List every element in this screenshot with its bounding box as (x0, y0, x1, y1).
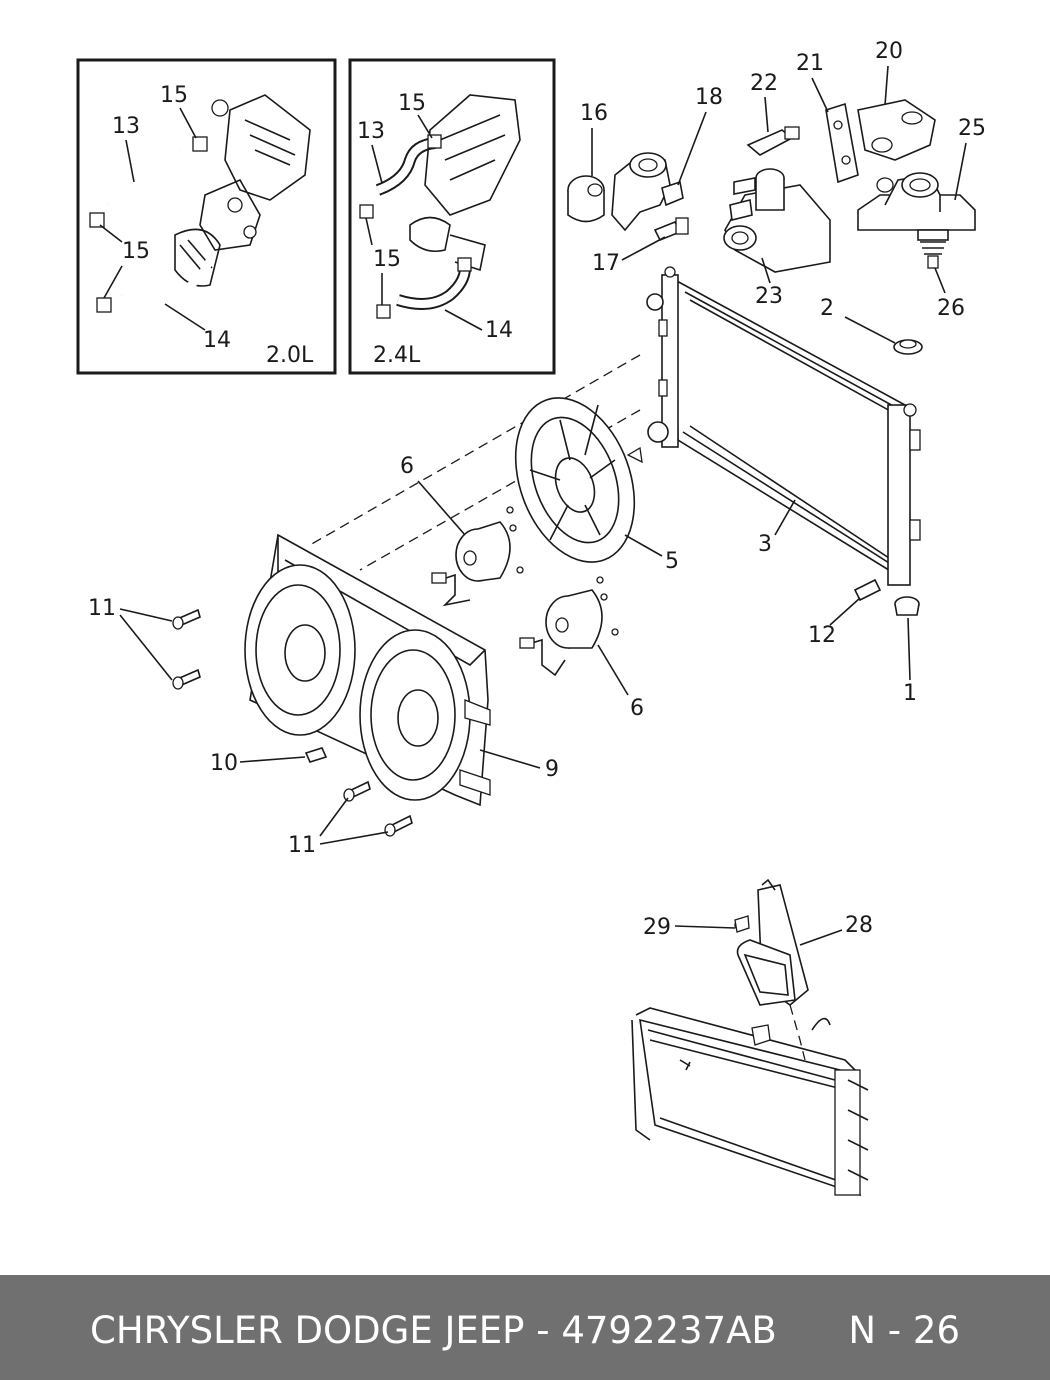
callout-15: 15 (160, 83, 188, 108)
callout-16: 16 (580, 101, 608, 126)
callout-14: 14 (203, 328, 231, 353)
fan-motor-6-lower (519, 576, 619, 677)
footer-bar: CHRYSLER DODGE JEEP - 4792237AB N - 26 (0, 1275, 1050, 1380)
callout-6: 6 (400, 454, 414, 479)
bracket-28 (736, 878, 831, 1061)
fan-shroud-9 (244, 533, 491, 807)
thermostat-26 (917, 229, 949, 269)
bolt-11-icon (384, 814, 413, 837)
grommet-1 (894, 596, 920, 616)
bolt-11-icon (172, 668, 201, 690)
page-number-label: N - 26 (848, 1309, 960, 1352)
callout-25: 25 (958, 116, 986, 141)
drain-plug-12 (853, 578, 882, 602)
temp-sensor-22 (746, 126, 800, 156)
callout-9: 9 (545, 757, 559, 782)
callout-13: 13 (357, 119, 385, 144)
bolt-11-icon (172, 608, 201, 630)
clip-icon (626, 446, 643, 464)
callout-10: 10 (210, 751, 238, 776)
callout-22: 22 (750, 71, 778, 96)
callout-28: 28 (845, 913, 873, 938)
clamp-icon (376, 304, 391, 319)
water-outlet-18 (611, 152, 684, 232)
callout-11: 11 (288, 833, 316, 858)
callout-26: 26 (937, 296, 965, 321)
housing-25 (857, 172, 976, 231)
engine-2-0l-sketch (174, 94, 311, 287)
parts-diagram: 15 13 15 14 2.0L 15 13 15 14 (76, 39, 986, 1197)
bolt-17 (653, 217, 689, 242)
callout-14: 14 (485, 318, 513, 343)
callout-13: 13 (112, 114, 140, 139)
radiator-3 (646, 266, 921, 586)
clip-10 (304, 747, 328, 763)
callout-2: 2 (820, 296, 834, 321)
callout-21: 21 (796, 51, 824, 76)
bolt-11-icon (343, 780, 371, 802)
callout-29: 29 (643, 915, 671, 940)
clamp-icon (359, 204, 374, 219)
callout-3: 3 (758, 532, 772, 557)
radiator-right-tank (887, 404, 911, 586)
gasket-21 (825, 102, 859, 184)
engine-2-4l-sketch (409, 94, 521, 272)
grommet-2 (893, 339, 923, 355)
radiator-left-tank (661, 274, 679, 448)
inset-2-0l-frame (76, 58, 337, 375)
callout-17: 17 (592, 251, 620, 276)
clamp-icon (427, 134, 442, 149)
fan-motor-6-upper (431, 506, 524, 607)
fan-blade-5 (514, 397, 636, 563)
callout-15: 15 (373, 247, 401, 272)
callout-20: 20 (875, 39, 903, 64)
part-number-label: CHRYSLER DODGE JEEP - 4792237AB (90, 1309, 777, 1352)
radiator-detail (631, 1007, 869, 1197)
housing-20 (857, 99, 936, 161)
callout-15: 15 (122, 239, 150, 264)
clamp-icon (89, 212, 105, 228)
callout-11: 11 (88, 596, 116, 621)
inset-engine-label: 2.4L (373, 343, 421, 368)
clamp-icon (457, 257, 472, 272)
callout-12: 12 (808, 623, 836, 648)
thermostat-16 (567, 175, 605, 223)
callout-15: 15 (398, 91, 426, 116)
thermostat-housing-23 (723, 168, 831, 273)
clamp-icon (192, 136, 208, 152)
clamp-icon (96, 297, 112, 313)
inset-engine-label: 2.0L (266, 343, 314, 368)
inset-2-4l: 15 13 15 14 2.4L (348, 58, 556, 375)
callout-6: 6 (630, 696, 644, 721)
callout-23: 23 (755, 284, 783, 309)
inset-2-0l: 15 13 15 14 2.0L (76, 58, 337, 375)
callout-5: 5 (665, 549, 679, 574)
screw-29 (734, 915, 750, 933)
callout-1: 1 (903, 681, 917, 706)
inset-2-4l-frame (348, 58, 556, 375)
callout-18: 18 (695, 85, 723, 110)
thermostat-assembly: 16 18 17 22 21 (567, 39, 986, 321)
